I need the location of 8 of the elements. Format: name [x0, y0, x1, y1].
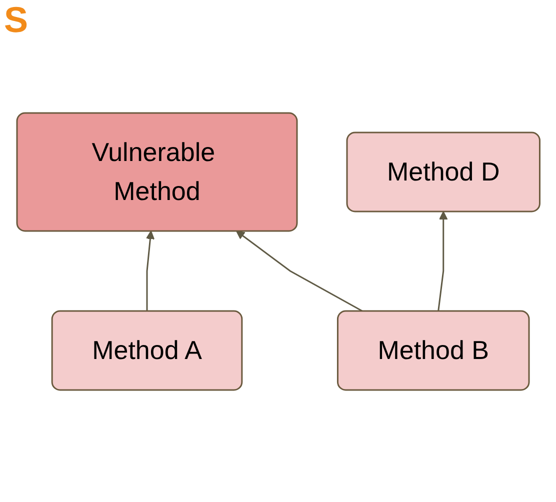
- arrow: [145, 230, 154, 310]
- node-box: Vulnerable Method: [16, 112, 298, 232]
- node-box: Method D: [346, 131, 540, 212]
- arrow: [437, 210, 448, 311]
- node-box: Method A: [50, 310, 242, 390]
- node-box: Method B: [336, 310, 530, 390]
- heading-fragment: S: [4, 0, 28, 40]
- arrow: [236, 230, 362, 312]
